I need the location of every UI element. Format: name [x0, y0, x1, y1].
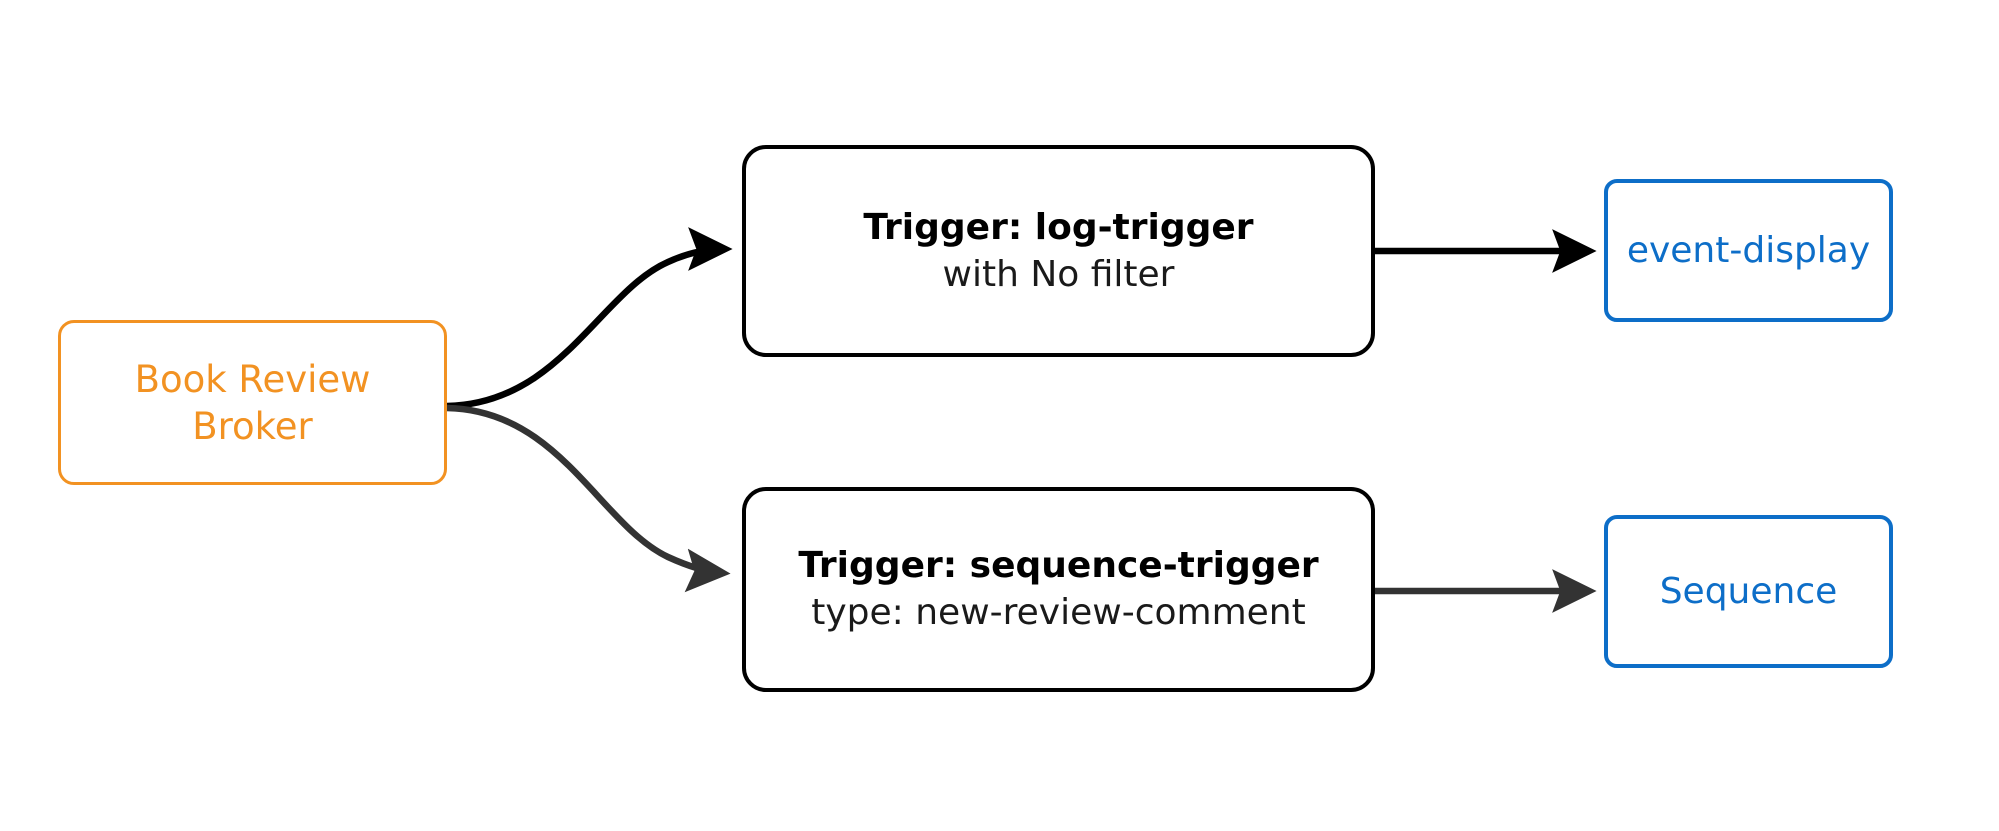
node-trigger-log-trigger[interactable]: Trigger: log-trigger with No filter: [742, 145, 1375, 357]
node-trigger-sequence-trigger[interactable]: Trigger: sequence-trigger type: new-revi…: [742, 487, 1375, 692]
trigger-log-subtitle: with No filter: [942, 253, 1175, 295]
trigger-sequence-subtitle: type: new-review-comment: [811, 592, 1306, 633]
broker-label-line-2: Broker: [192, 404, 313, 448]
endpoint-sequence-label: Sequence: [1659, 570, 1838, 612]
node-endpoint-event-display[interactable]: event-display: [1604, 179, 1893, 322]
edge-broker-to-log-trigger: [443, 227, 733, 410]
edge-broker-to-sequence-trigger: [443, 404, 731, 593]
trigger-log-title: Trigger: log-trigger: [863, 206, 1254, 248]
endpoint-event-display-label: event-display: [1626, 229, 1871, 271]
node-book-review-broker[interactable]: Book Review Broker: [58, 320, 447, 485]
trigger-sequence-title: Trigger: sequence-trigger: [798, 545, 1319, 586]
broker-label-line-1: Book Review: [134, 357, 371, 401]
node-endpoint-sequence[interactable]: Sequence: [1604, 515, 1893, 668]
